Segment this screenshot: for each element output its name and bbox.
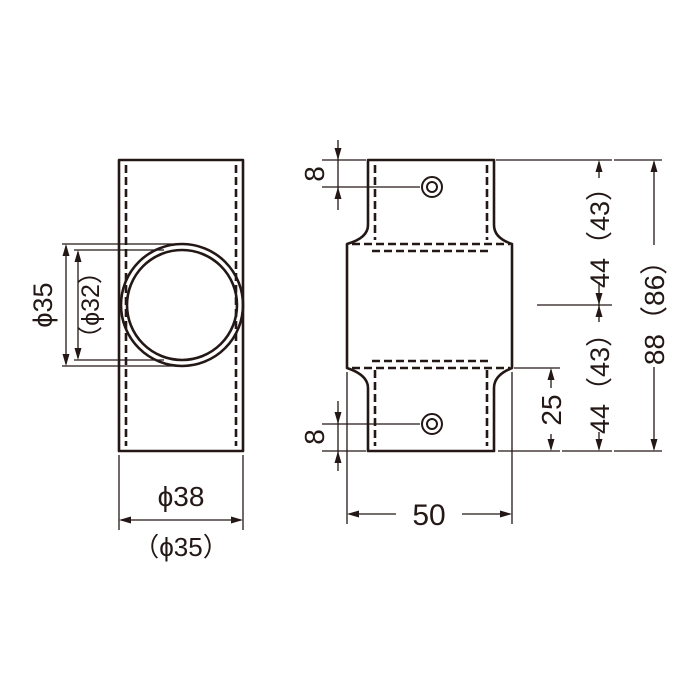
depth-arrow-bottom [547,439,555,451]
upper-half-label: 44（43） [585,174,615,288]
width-label-gap [396,498,462,530]
total-arrow-top [650,160,658,172]
cross-pipe-outer-circle [119,242,245,368]
total-label-gap [638,245,670,367]
phi32-arrow-top [74,250,82,262]
screw-hole-top-inner [426,181,438,193]
width-arrow-left [119,516,131,524]
right-width-arrow-left [347,510,359,518]
right-body-outline [345,158,514,453]
cross-pipe-inner-circle [125,248,239,362]
upper-half-label-gap [584,178,614,282]
total-height-label: 88（86） [639,247,670,365]
phi32-arrow-bottom [74,348,82,360]
hole-top-arrow-2 [334,187,342,199]
lower-half-label-gap [584,322,614,432]
screw-hole-bottom-inner [426,418,438,430]
hole-top-arrow-1 [334,148,342,160]
phi35-arrow-bottom [62,354,70,366]
screw-hole-bottom-outer [421,413,443,435]
right-width-arrow-right [500,510,512,518]
phi35-arrow-top [62,244,70,256]
width-label: ϕ38 [158,481,205,512]
half-upper-arrow-top [595,160,603,172]
depth-label-gap [536,388,566,434]
right-width-label: 50 [412,499,445,532]
outer-diameter-label: ϕ35 [28,282,58,327]
lower-half-label: 44（43） [585,320,615,434]
lower-depth-label: 25 [536,394,567,425]
half-lower-arrow-bottom [595,439,603,451]
depth-arrow-top [547,368,555,380]
screw-hole-top-outer [421,176,443,198]
hole-offset-bottom-label: 8 [299,429,330,445]
half-upper-arrow-bottom [595,293,603,305]
width-alt-label: （ϕ35） [133,532,228,562]
hole-bottom-arrow-2 [334,451,342,463]
width-arrow-right [231,516,243,524]
left-view: ϕ35 （ϕ32） ϕ38 （ϕ35） [28,158,245,562]
hole-bottom-arrow-1 [334,412,342,424]
inner-diameter-label: （ϕ32） [77,259,105,351]
half-lower-arrow-top [595,305,603,317]
left-body-outline [117,158,245,453]
total-arrow-bottom [650,439,658,451]
right-view: 8 8 50 25 44（43） 44（4 [299,140,670,532]
hole-offset-top-label: 8 [299,166,330,182]
